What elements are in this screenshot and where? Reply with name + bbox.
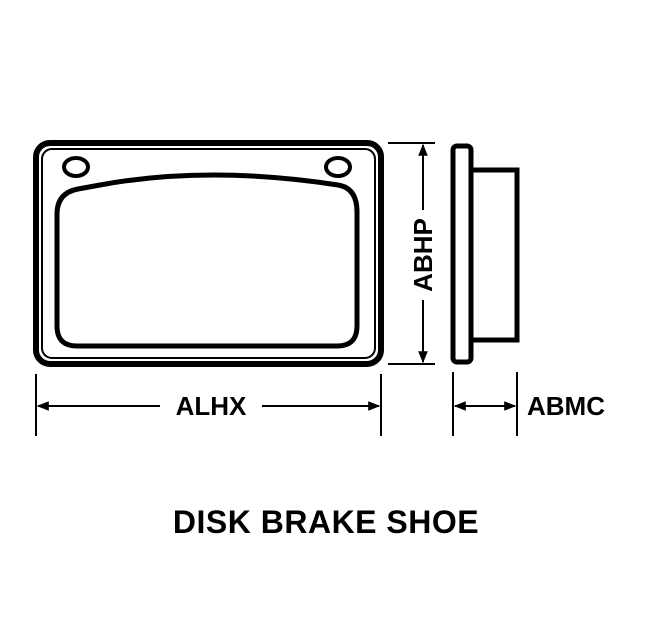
height-dimension: ABHP [388, 142, 438, 365]
mounting-hole-left [62, 156, 90, 178]
friction-pad [54, 172, 360, 349]
width-label: ALHX [176, 391, 247, 421]
width-dimension: ALHX [35, 374, 382, 436]
backing-plate-inner-edge [41, 148, 376, 359]
side-friction-pad [468, 167, 520, 343]
front-view [33, 140, 384, 367]
mounting-hole-right [324, 156, 352, 178]
thickness-label: ABMC [527, 391, 605, 421]
diagram-title: DISK BRAKE SHOE [173, 504, 479, 540]
side-view [450, 143, 520, 365]
side-backing-plate [450, 143, 474, 365]
backing-plate-outer [33, 140, 384, 367]
height-label: ABHP [408, 218, 438, 292]
thickness-dimension: ABMC [452, 372, 605, 436]
